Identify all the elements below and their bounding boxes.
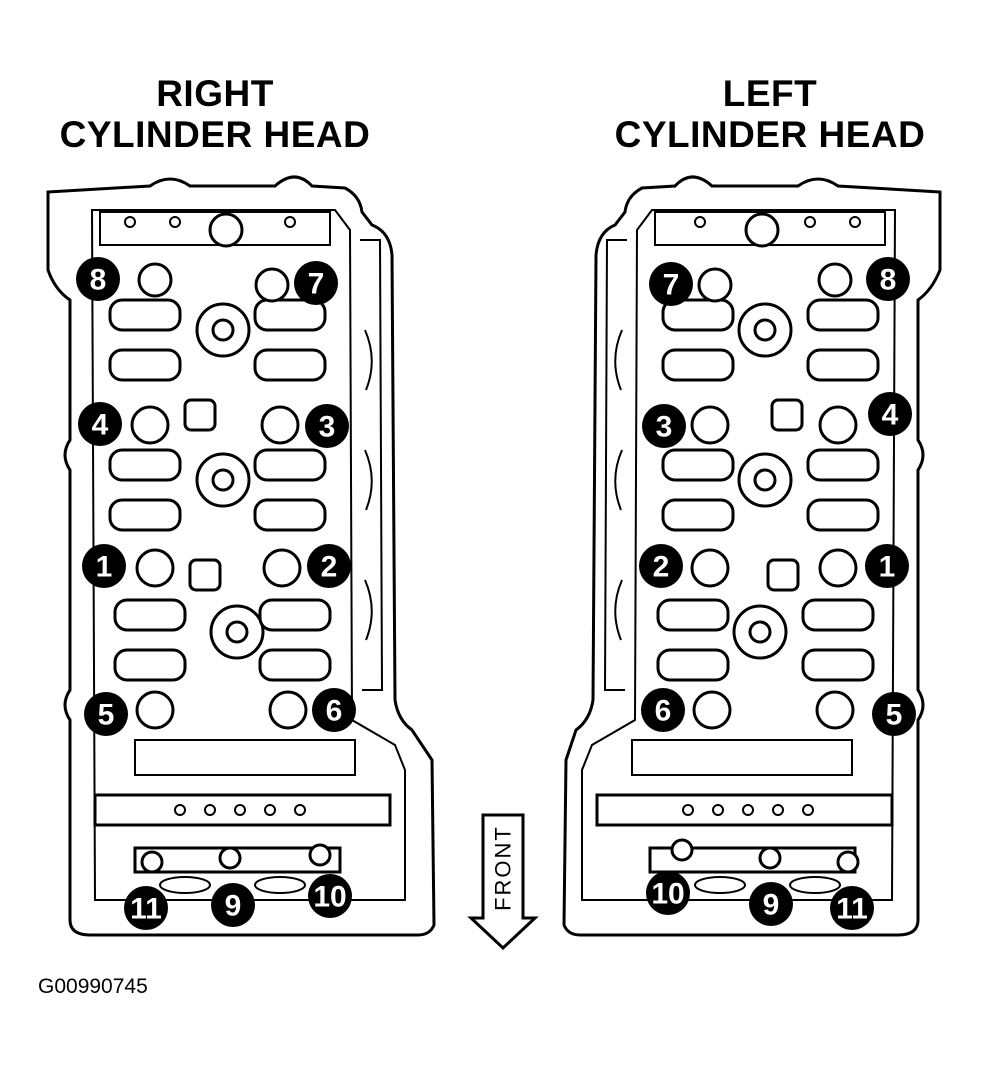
left-bolt-2: 2 [639, 544, 683, 588]
left-bolt-9: 9 [749, 882, 793, 926]
right-head-outline [46, 175, 436, 937]
right-cylinder-head-title: RIGHT CYLINDER HEAD [40, 73, 390, 155]
svg-text:1: 1 [879, 551, 896, 584]
svg-text:2: 2 [321, 551, 338, 584]
left-title-line1: LEFT [722, 73, 818, 114]
svg-text:1: 1 [96, 551, 113, 584]
svg-text:8: 8 [880, 264, 897, 297]
right-cylinder-head-drawing [46, 175, 436, 937]
right-bolt-11: 11 [124, 886, 168, 930]
right-bolt-8: 8 [76, 257, 120, 301]
svg-text:10: 10 [313, 881, 346, 914]
left-bolt-7: 7 [649, 262, 693, 306]
svg-text:11: 11 [836, 893, 868, 926]
svg-text:11: 11 [130, 893, 162, 926]
left-bolt-4: 4 [868, 392, 912, 436]
left-bolt-1: 1 [865, 544, 909, 588]
right-bolt-9: 9 [211, 883, 255, 927]
svg-text:3: 3 [656, 411, 673, 444]
right-head-bolt-sequence: 1 2 3 4 5 6 7 8 9 10 11 [76, 257, 356, 930]
left-cylinder-head-title: LEFT CYLINDER HEAD [595, 73, 945, 155]
svg-text:10: 10 [651, 878, 684, 911]
right-title-line2: CYLINDER HEAD [59, 114, 371, 155]
svg-text:6: 6 [326, 695, 343, 728]
front-arrow-label: FRONT [491, 825, 516, 911]
svg-text:4: 4 [92, 409, 109, 442]
right-head-inner-outline [90, 209, 406, 901]
right-bolt-4: 4 [78, 402, 122, 446]
left-title-line2: CYLINDER HEAD [614, 114, 926, 155]
front-arrow: FRONT [467, 813, 539, 951]
right-bolt-6: 6 [312, 688, 356, 732]
left-bolt-3: 3 [642, 404, 686, 448]
right-bolt-7: 7 [294, 261, 338, 305]
svg-text:5: 5 [886, 699, 903, 732]
svg-text:5: 5 [98, 699, 115, 732]
left-head-outline [562, 175, 942, 937]
figure-id: G00990745 [38, 975, 148, 998]
right-bolt-1: 1 [82, 544, 126, 588]
front-arrow-shape [467, 813, 539, 951]
left-head-bolt-sequence: 1 2 3 4 5 6 7 8 9 10 11 [639, 257, 916, 930]
svg-text:9: 9 [225, 890, 242, 923]
right-bolt-3: 3 [305, 404, 349, 448]
left-bolt-6: 6 [641, 688, 685, 732]
left-bolt-5: 5 [872, 692, 916, 736]
right-bolt-5: 5 [84, 692, 128, 736]
svg-text:7: 7 [663, 269, 680, 302]
left-cylinder-head-drawing [562, 175, 942, 937]
left-bolt-11: 11 [830, 886, 874, 930]
svg-text:4: 4 [882, 399, 899, 432]
svg-text:2: 2 [653, 551, 670, 584]
svg-text:6: 6 [655, 695, 672, 728]
right-title-line1: RIGHT [156, 73, 274, 114]
left-bolt-8: 8 [866, 257, 910, 301]
left-bolt-10: 10 [646, 871, 690, 915]
right-bolt-2: 2 [307, 544, 351, 588]
right-bolt-10: 10 [308, 874, 352, 918]
svg-text:8: 8 [90, 264, 107, 297]
svg-text:7: 7 [308, 268, 325, 301]
svg-text:9: 9 [763, 889, 780, 922]
svg-text:3: 3 [319, 411, 336, 444]
